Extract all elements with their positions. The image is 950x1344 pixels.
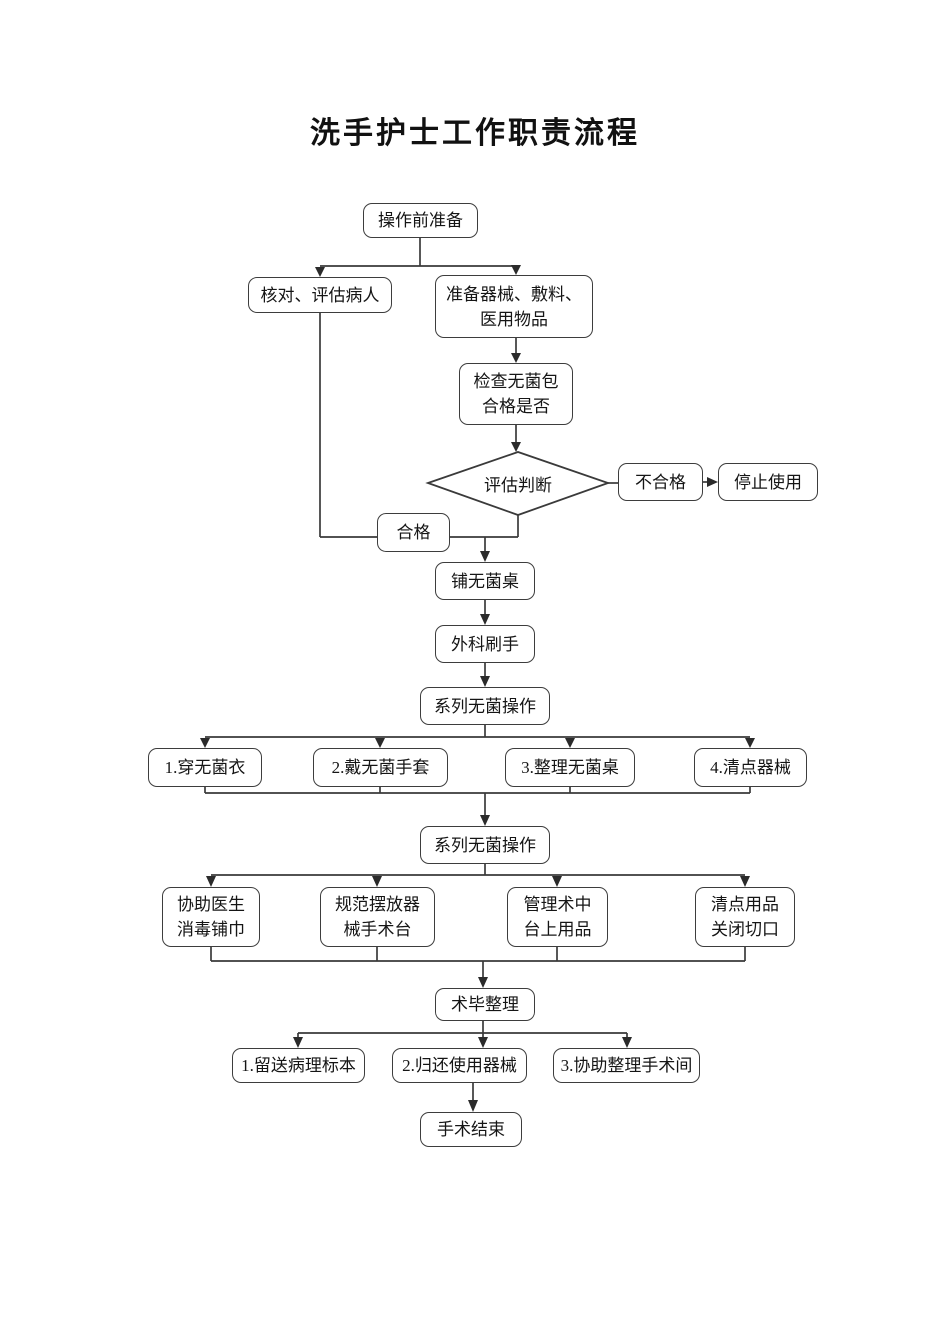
node-qualified: 合格 xyxy=(377,513,450,552)
node-prepare-supplies: 准备器械、敷料、 医用物品 xyxy=(435,275,593,338)
node-tidy-operating-room: 3.协助整理手术间 xyxy=(553,1048,700,1083)
node-aseptic-operations-1: 系列无菌操作 xyxy=(420,687,550,725)
node-step-arrange-table: 3.整理无菌桌 xyxy=(505,748,635,787)
node-send-pathology-specimen: 1.留送病理标本 xyxy=(232,1048,365,1083)
node-step-wear-gloves: 2.戴无菌手套 xyxy=(313,748,448,787)
node-task-count-close-incision: 清点用品 关闭切口 xyxy=(695,887,795,947)
node-stop-use: 停止使用 xyxy=(718,463,818,501)
node-check-sterile-pack: 检查无菌包 合格是否 xyxy=(459,363,573,425)
node-aseptic-operations-2: 系列无菌操作 xyxy=(420,826,550,864)
node-step-wear-gown: 1.穿无菌衣 xyxy=(148,748,262,787)
node-surgical-scrub: 外科刷手 xyxy=(435,625,535,663)
page-title: 洗手护士工作职责流程 xyxy=(310,117,640,150)
decision-evaluate-label: 评估判断 xyxy=(484,475,552,495)
node-task-arrange-instruments: 规范摆放器 械手术台 xyxy=(320,887,435,947)
node-verify-patient: 核对、评估病人 xyxy=(248,277,392,313)
node-surgery-end: 手术结束 xyxy=(420,1112,522,1147)
node-task-assist-doctor: 协助医生 消毒铺巾 xyxy=(162,887,260,947)
node-return-instruments: 2.归还使用器械 xyxy=(392,1048,527,1083)
node-task-manage-supplies: 管理术中 台上用品 xyxy=(507,887,608,947)
node-set-sterile-table: 铺无菌桌 xyxy=(435,562,535,600)
node-operation-prep: 操作前准备 xyxy=(363,203,478,238)
node-postop-cleanup: 术毕整理 xyxy=(435,988,535,1021)
node-step-count-instruments: 4.清点器械 xyxy=(694,748,807,787)
node-unqualified: 不合格 xyxy=(618,463,703,501)
